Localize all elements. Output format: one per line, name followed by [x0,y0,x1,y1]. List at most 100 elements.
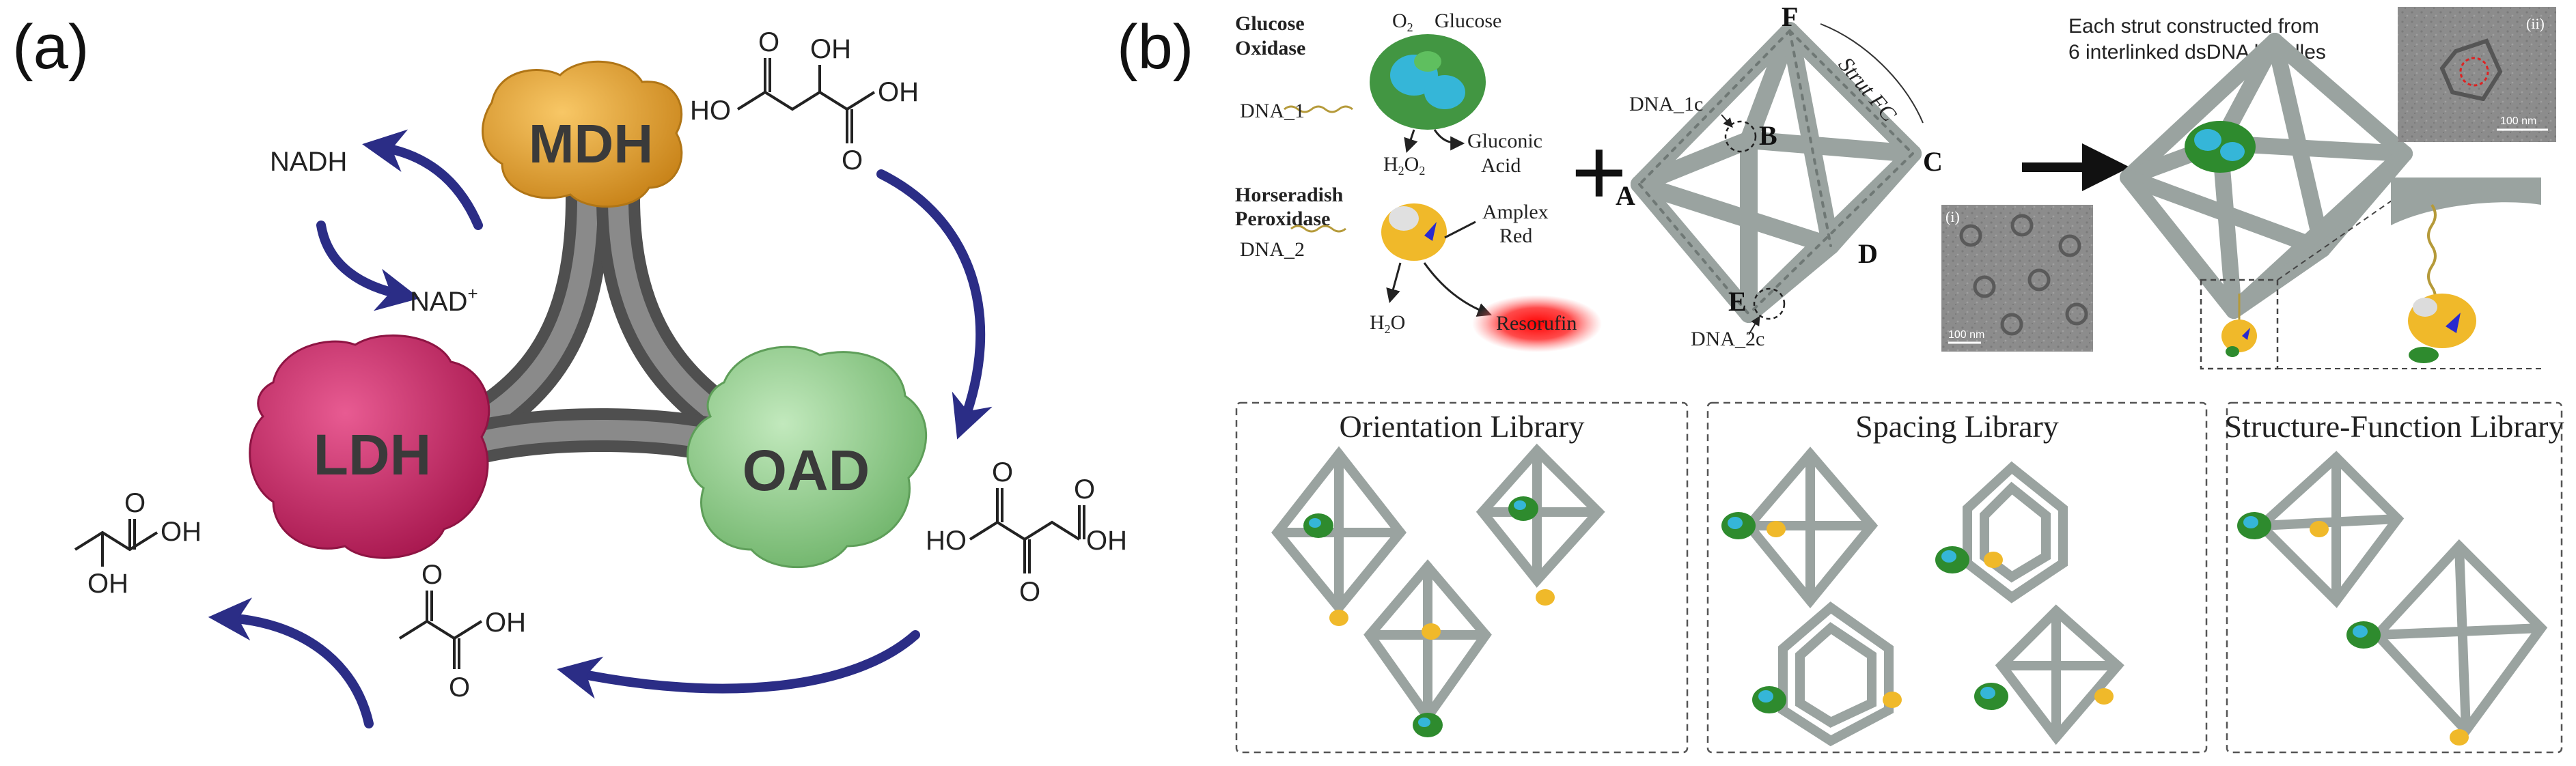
malate-o1: O [758,27,779,57]
glucose-label: Glucose [1435,10,1501,32]
arrow-oaa-to-pyruvate [557,630,920,699]
resorufin-label: Resorufin [1496,312,1577,335]
scaffold-rods [429,176,773,472]
amplex-label-2: Red [1499,225,1532,247]
resorufin-arrow [1423,262,1492,317]
o2-label: O2 [1392,10,1413,34]
zoom-enzyme-small [2221,294,2257,357]
pathway-arrows [208,129,993,728]
zoom-detail [2391,178,2541,363]
malate-oh: OH [878,77,919,107]
tem-image-i: (i) 100 nm [1941,205,2093,352]
glucose-oxidase-label-2: Oxidase [1235,37,1305,59]
h2o2-arrow [1404,129,1418,153]
structure-function-library: Structure-Function Library [2225,401,2564,754]
malate-oh-top: OH [810,34,851,64]
arrow-to-nadh [362,129,483,230]
tem-image-ii: (ii) 100 nm [2398,7,2556,142]
h2o-label: H2O [1370,311,1405,336]
oaa-ho: HO [926,526,967,556]
h2o2-label: H2O2 [1383,153,1425,178]
nad-label: NAD+ [410,283,478,317]
nadh-label: NADH [270,147,347,177]
hrp-enzyme [1381,203,1447,261]
gluconic-arrow [1433,129,1465,151]
gluconic-label-1: Gluconic [1467,130,1542,152]
strut-note-line-1: Each strut constructed from [2068,15,2319,38]
reaction-scheme: Glucose Oxidase O2 Glucose DNA_1 H2O2 Gl… [1235,10,1602,352]
panel-a-label: (a) [12,12,89,82]
dna1-strand [1284,105,1353,113]
mdh-enzyme: MDH [482,60,683,208]
malate-ho: HO [690,96,731,126]
oaa-oh: OH [1086,526,1127,556]
zoom-box-small [2200,279,2279,370]
dna2c-arrow [1748,315,1760,335]
dna2-strand [1290,225,1346,233]
dna-octahedron [1631,22,1922,323]
vertex-d: D [1858,238,1878,269]
lactate-oh: OH [161,517,202,547]
zoom-line-1 [2277,177,2426,281]
spacing-library: Spacing Library [1706,401,2208,754]
hrp-label-1: Horseradish [1235,184,1344,206]
h2o-arrow [1386,262,1402,304]
tem-ii-label: (ii) [2526,15,2545,32]
strut-bracket [1820,23,1924,124]
dna1c-arrow [1721,114,1733,128]
pyruvate-o1: O [421,560,443,590]
arrow-pyruvate-to-lactate [208,597,374,728]
resorufin-glow [1472,295,1602,352]
orientation-library: Orientation Library [1235,401,1689,754]
pyruvate-o2: O [449,672,470,703]
lactate-structure [74,519,158,567]
oxaloacetate-structure [969,488,1085,573]
oad-label: OAD [743,438,870,502]
hrp-label-2: Peroxidase [1235,208,1330,230]
glucose-oxidase-enzyme [1370,34,1486,130]
ldh-enzyme: LDH [249,334,490,559]
plus-sign: + [1571,118,1627,225]
dna1-label: DNA_1 [1240,100,1305,122]
oaa-o1: O [992,457,1013,487]
bound-enzymes [2185,121,2256,173]
vertex-b: B [1759,120,1777,151]
dna2c-marker [1753,287,1786,320]
oad-enzyme: OAD [687,345,928,569]
vertex-a: A [1616,180,1635,211]
dna1c-marker [1724,120,1757,153]
amplex-arrow [1444,221,1476,239]
octahedron-vertex-labels: F A B C D E [1616,1,1943,317]
vertex-e: E [1728,286,1747,317]
oaa-o3: O [1074,474,1095,505]
structure-function-library-title: Structure-Function Library [2225,409,2564,444]
decorated-octahedron [2120,33,2413,319]
lactate-o: O [124,488,146,518]
panel-a: (a) MDH LDH OAD [12,12,1127,728]
ldh-label: LDH [314,423,432,487]
spacing-library-title: Spacing Library [1855,409,2059,444]
panel-b-label: (b) [1117,12,1193,82]
dna1c-label: DNA_1c [1629,93,1703,115]
tem-i-label: (i) [1945,208,1960,225]
glucose-oxidase-label-1: Glucose [1235,12,1305,35]
dna2c-label: DNA_2c [1691,328,1764,350]
orientation-library-title: Orientation Library [1340,409,1585,444]
vertex-c: C [1923,146,1943,177]
pyruvate-structure [398,591,483,669]
pyruvate-oh: OH [485,608,526,638]
amplex-label-1: Amplex [1482,201,1549,223]
arrow-malate-to-oaa [876,169,993,440]
malate-structure [736,58,876,143]
gluconic-label-2: Acid [1481,154,1521,177]
oaa-o2: O [1019,577,1040,607]
panel-b: (b) Glucose Oxidase O2 Glucose DNA_1 H2O… [1117,1,2564,754]
dna2-label: DNA_2 [1240,238,1305,261]
lactate-oh-2: OH [87,569,128,599]
tem-ii-scale-label: 100 nm [2500,115,2536,127]
malate-o2: O [842,145,863,175]
vertex-f: F [1782,1,1798,32]
arrow-to-nad [316,221,420,311]
tem-i-scale-label: 100 nm [1948,329,1984,341]
